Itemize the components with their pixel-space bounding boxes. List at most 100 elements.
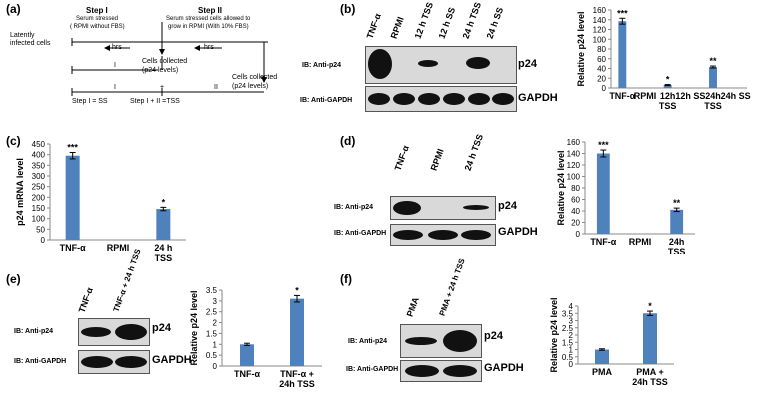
bar [663,85,672,88]
collected-2: Cells collected [232,74,278,81]
band [393,230,423,240]
y-tick-label: 0 [602,84,607,93]
y-axis-label: p24 mRNA level [15,158,25,226]
bar [156,209,171,240]
lane-label: PMA [404,295,421,318]
blot-d-p24 [390,196,496,220]
blot-e-gapdh [78,350,150,374]
y-tick-label: 0.5 [562,353,574,362]
band [463,205,489,210]
y-tick-label: 20 [597,74,606,83]
category-label: TNF-α [234,369,260,379]
step2-desc: Serum stressed cells allowed to [166,16,251,22]
band [393,93,415,105]
y-tick-label: 3 [569,317,574,326]
significance-star: *** [598,140,609,150]
category-label-line: RPMI [107,243,130,253]
blot-e-band2: GAPDH [152,354,192,366]
y-tick-label: 120 [567,161,581,170]
step2-title: Step II [198,6,223,15]
category-label-line: TNF-α [609,91,635,101]
collected-2b: (p24 levels) [232,83,269,90]
blot-d-gapdh [390,224,496,246]
panel-label-a: (a) [6,2,21,16]
blot-b-band2: GAPDH [518,92,558,104]
y-tick-label: 60 [597,55,606,64]
category-label-line: 24h TSS [632,377,668,387]
blot-b-row2-label: IB: Anti-GAPDH [300,97,353,104]
y-tick-label: 80 [571,184,580,193]
panel-label-d: (d) [340,134,356,148]
y-tick-label: 140 [567,150,581,159]
band [461,230,491,240]
blot-e-p24 [78,318,150,346]
roman-1: I [114,62,116,69]
y-tick-label: 1 [213,340,218,349]
bar [65,155,80,240]
y-tick-label: 2.5 [562,324,574,333]
y-tick-label: 150 [32,204,46,213]
band [405,337,437,345]
category-label-line: TNF-α [60,243,86,253]
band [393,201,421,215]
category-label: RPMI [634,91,657,101]
y-tick-label: 0 [41,236,46,245]
band [81,327,111,337]
lane-label: TNF-α [76,286,95,314]
band [443,365,477,377]
y-tick-label: 350 [32,161,46,170]
category-label-line: 12h SS [675,91,705,101]
y-tick-label: 100 [567,173,581,182]
blot-e-row2-label: IB: Anti-GAPDH [14,358,67,365]
bar [643,313,657,364]
category-label-line: 24 h [154,243,172,253]
category-label-line: 24h TSS [279,379,315,389]
lane-label: 12 h TSS [412,0,436,40]
lane-label: 12 h SS [436,6,458,41]
category-label: TNF-α +24h TSS [279,369,315,389]
bar [618,21,627,88]
y-tick-label: 2.5 [206,308,218,317]
blot-e-band1: p24 [152,322,171,334]
y-tick-label: 120 [593,26,607,35]
band [405,365,439,377]
blot-f-band1: p24 [484,330,503,342]
y-tick-label: 3.5 [206,286,218,295]
y-tick-label: 1.5 [562,338,574,347]
blot-d-band2: GAPDH [498,226,538,238]
y-tick-label: 300 [32,172,46,181]
band [428,230,458,240]
legend-tss: Step I + II =TSS [130,98,180,105]
category-label-line: PMA + [636,367,663,377]
lane-label: TNF-α [392,144,411,172]
band [418,93,440,105]
bar [670,209,684,234]
y-tick-label: 80 [597,45,606,54]
y-tick-label: 100 [593,35,607,44]
y-axis-label: Relative p24 level [189,290,199,365]
band [81,356,113,368]
category-label-line: TNF-α [234,369,260,379]
category-label-line: TSS [659,101,677,111]
band [115,324,147,340]
y-tick-label: 40 [571,207,580,216]
lane-label: 24 h TSS [462,132,486,172]
category-label-line: TSS [155,253,173,263]
category-label-line: 24h [669,237,685,247]
panel-label-e: (e) [6,272,21,286]
bar [709,67,717,88]
scheme-start-2: infected cells [10,40,51,47]
y-axis-label: Relative p24 level [576,11,586,86]
blot-f-row2-label: IB: Anti-GAPDH [346,366,399,373]
category-label-line: 12h [660,91,676,101]
blot-d-row2-label: IB: Anti-GAPDH [334,230,387,237]
y-axis-label: Relative p24 level [556,150,566,225]
y-tick-label: 60 [571,196,580,205]
lane-label: PMA + 24 h TSS [437,257,467,317]
step1-desc2: ( RPMI without FBS) [70,24,125,30]
step1-title: Step I [86,6,108,15]
